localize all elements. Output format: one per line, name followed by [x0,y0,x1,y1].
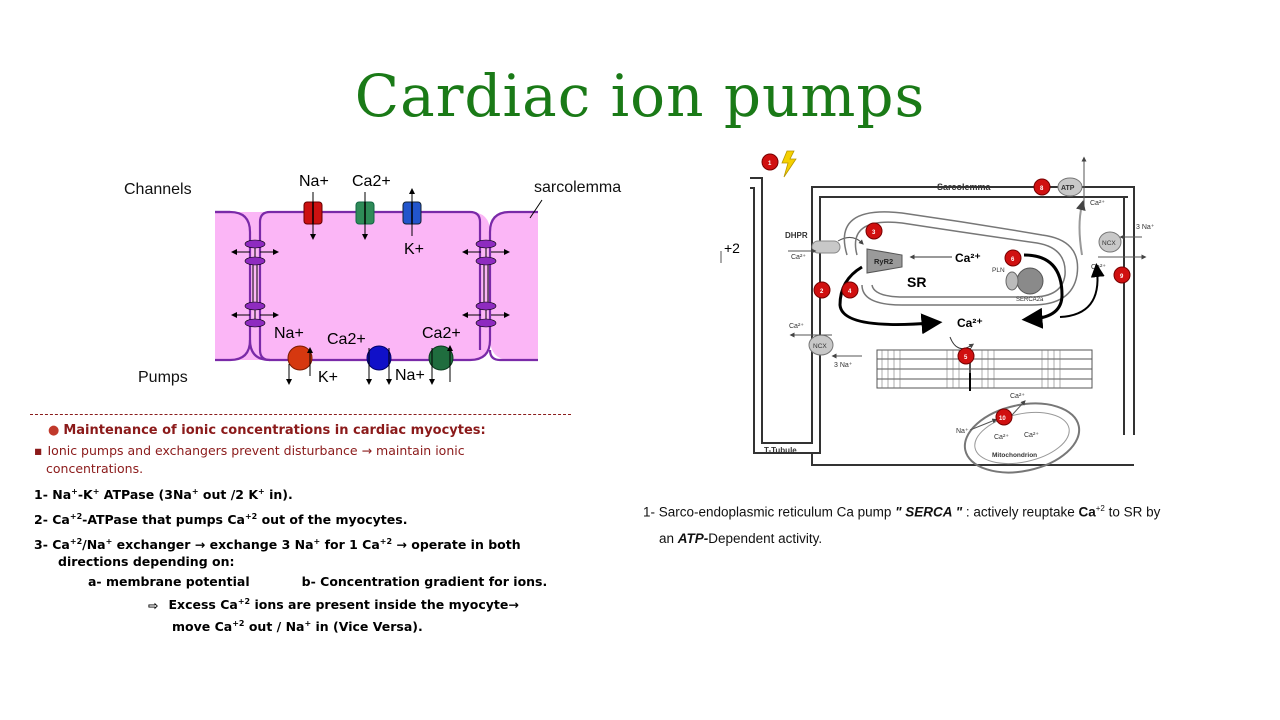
svg-text:SERCA2a: SERCA2a [1016,297,1044,303]
plus2-label: +2 [724,240,740,256]
svg-text:Mitochondrion: Mitochondrion [992,452,1037,459]
ryr2-icon [866,248,903,274]
note-item-3: 3- Ca+2/Na+ exchanger → exchange 3 Na+ f… [34,537,521,570]
svg-text:RyR2: RyR2 [874,257,893,266]
svg-text:1: 1 [768,161,772,167]
svg-text:Ca²⁺: Ca²⁺ [1091,264,1106,271]
channel-na-label: Na+ [299,173,329,190]
svg-text:Ca²⁺: Ca²⁺ [791,254,806,261]
sr-outline [843,211,1079,306]
pump-ca-label: Ca2+ [327,331,366,348]
na-k-pump-icon [287,345,313,371]
svg-text:Ca²⁺: Ca²⁺ [1024,432,1039,439]
notes-heading: ●Maintenance of ionic concentrations in … [48,423,486,438]
svg-text:3: 3 [872,230,876,236]
mitochondrion-icon [963,402,1081,474]
svg-text:6: 6 [1011,257,1015,263]
step-badges: 1 3 2 4 6 5 8 9 10 [761,153,1131,426]
svg-text:DHPR: DHPR [785,231,808,240]
svg-text:Na⁺: Na⁺ [956,428,969,435]
notes-section: ●Maintenance of ionic concentrations in … [28,414,573,636]
svg-text:2: 2 [820,289,824,295]
lightning-icon [781,150,797,178]
svg-text:Ca²⁺: Ca²⁺ [955,251,981,265]
svg-text:PLN: PLN [992,267,1005,274]
channels-pumps-diagram: Channels Pumps sarcolemma Na+ Ca2+ K+ Na… [124,173,621,386]
svg-text:Ca²⁺: Ca²⁺ [1010,393,1025,400]
serca-caption: 1- Sarco-endoplasmic reticulum Ca pump "… [643,504,1161,546]
svg-text:10: 10 [999,416,1006,422]
atp-pump-icon [1057,177,1083,197]
svg-text:ATP: ATP [1061,185,1075,192]
ncx-pump-icon [428,345,454,371]
svg-text:NCX: NCX [1102,240,1116,247]
svg-text:5: 5 [964,355,968,361]
svg-text:4: 4 [848,289,852,295]
note-item-2: 2- Ca+2-ATPase that pumps Ca+2 out of th… [34,512,408,528]
note-item-1: 1- Na+-K+ ATPase (3Na+ out /2 K+ in). [34,487,293,503]
pump-k-label: K+ [318,369,338,386]
cardiomyocyte-calcium-diagram: +2 Sarcolemma ATP Ca²⁺ NCX 3 Na⁺ Ca²⁺ DH… [720,150,1155,474]
channels-label: Channels [124,181,192,198]
sarcolemma-top-label: Sarcolemma [937,182,992,192]
slide-title: Cardiac ion pumps [354,62,926,130]
svg-text:Ca²⁺: Ca²⁺ [789,323,804,330]
pump-na-label: Na+ [274,325,304,342]
svg-text:Ca²⁺: Ca²⁺ [957,316,983,330]
svg-text:8: 8 [1040,186,1044,192]
svg-text:3 Na⁺: 3 Na⁺ [834,362,853,369]
pumps-label: Pumps [138,369,188,386]
divider [30,414,571,415]
serca-pump-icon [1016,267,1044,295]
svg-text:SR: SR [907,274,926,290]
svg-text:T-Tubule: T-Tubule [764,446,797,455]
ca-pump-icon [366,345,392,371]
svg-text:9: 9 [1120,274,1124,280]
svg-text:Ca²⁺: Ca²⁺ [1090,200,1105,207]
ncx-right-icon [1098,231,1122,253]
notes-subpoint: ▪Ionic pumps and exchangers prevent dist… [34,443,465,476]
pump-ca2-label: Ca2+ [422,325,461,342]
pump-na2-label: Na+ [395,367,425,384]
gap-junctions-left [244,239,266,328]
svg-text:NCX: NCX [813,343,827,350]
svg-text:Ca²⁺: Ca²⁺ [994,434,1009,441]
sarcolemma-label: sarcolemma [534,179,621,196]
channel-k-label: K+ [404,241,424,258]
note-excess: ⇨Excess Ca+2 ions are present inside the… [148,597,519,634]
svg-text:3 Na⁺: 3 Na⁺ [1136,224,1155,231]
dhpr-icon [811,240,841,254]
channel-ca-label: Ca2+ [352,173,391,190]
